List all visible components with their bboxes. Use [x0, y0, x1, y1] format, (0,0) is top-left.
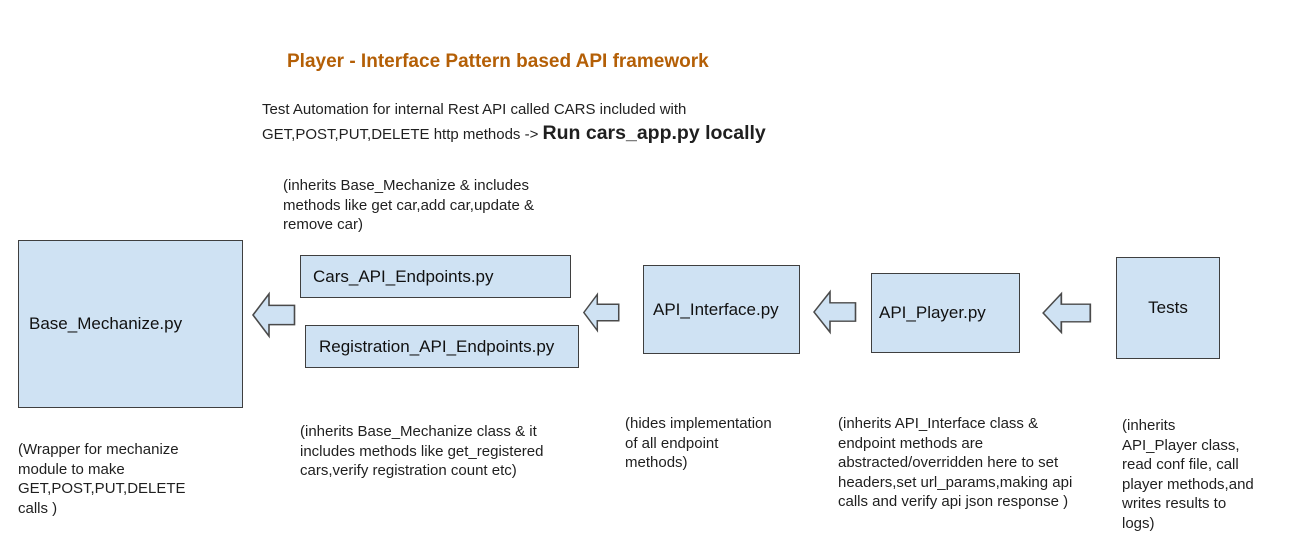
diagram-title: Player - Interface Pattern based API fra… — [287, 51, 709, 72]
subtitle-line-2-prefix: GET,POST,PUT,DELETE http methods -> — [262, 126, 543, 143]
arrow-tests-to-player — [1042, 291, 1092, 335]
diagram-subtitle: Test Automation for internal Rest API ca… — [262, 100, 766, 148]
box-api-interface: API_Interface.py — [643, 265, 800, 354]
box-api-player: API_Player.py — [871, 273, 1020, 353]
note-api-interface: (hides implementation of all endpoint me… — [625, 415, 772, 471]
box-label: Base_Mechanize.py — [29, 314, 183, 333]
left-arrow-icon — [583, 292, 620, 333]
note-cars-endpoints: (inherits Base_Mechanize & includes meth… — [283, 177, 534, 233]
note-base-mechanize: (Wrapper for mechanize module to make GE… — [18, 441, 186, 517]
box-label: API_Interface.py — [653, 299, 779, 319]
left-arrow-icon — [1042, 291, 1092, 335]
box-label: Registration_API_Endpoints.py — [319, 336, 555, 356]
subtitle-line-1: Test Automation for internal Rest API ca… — [262, 101, 687, 118]
box-label: API_Player.py — [879, 303, 986, 322]
note-api-player: (inherits API_Interface class & endpoint… — [838, 415, 1073, 510]
left-arrow-icon — [813, 289, 857, 335]
left-arrow-icon — [252, 291, 296, 339]
note-endpoints-classes: (inherits Base_Mechanize class & it incl… — [300, 423, 544, 479]
arrow-endpoints-to-base — [252, 291, 296, 339]
box-base-mechanize: Base_Mechanize.py — [18, 240, 243, 408]
run-command-text: Run cars_app.py locally — [542, 122, 766, 144]
box-label: Tests — [1148, 298, 1188, 317]
subtitle-line-2: GET,POST,PUT,DELETE http methods -> Run … — [262, 120, 766, 148]
box-label: Cars_API_Endpoints.py — [313, 266, 494, 286]
arrow-player-to-interface — [813, 289, 857, 335]
box-registration-api-endpoints: Registration_API_Endpoints.py — [305, 325, 579, 368]
note-tests: (inherits API_Player class, read conf fi… — [1122, 417, 1254, 532]
box-cars-api-endpoints: Cars_API_Endpoints.py — [300, 255, 571, 298]
box-tests: Tests — [1116, 257, 1220, 359]
arrow-interface-to-endpoints — [583, 292, 620, 333]
